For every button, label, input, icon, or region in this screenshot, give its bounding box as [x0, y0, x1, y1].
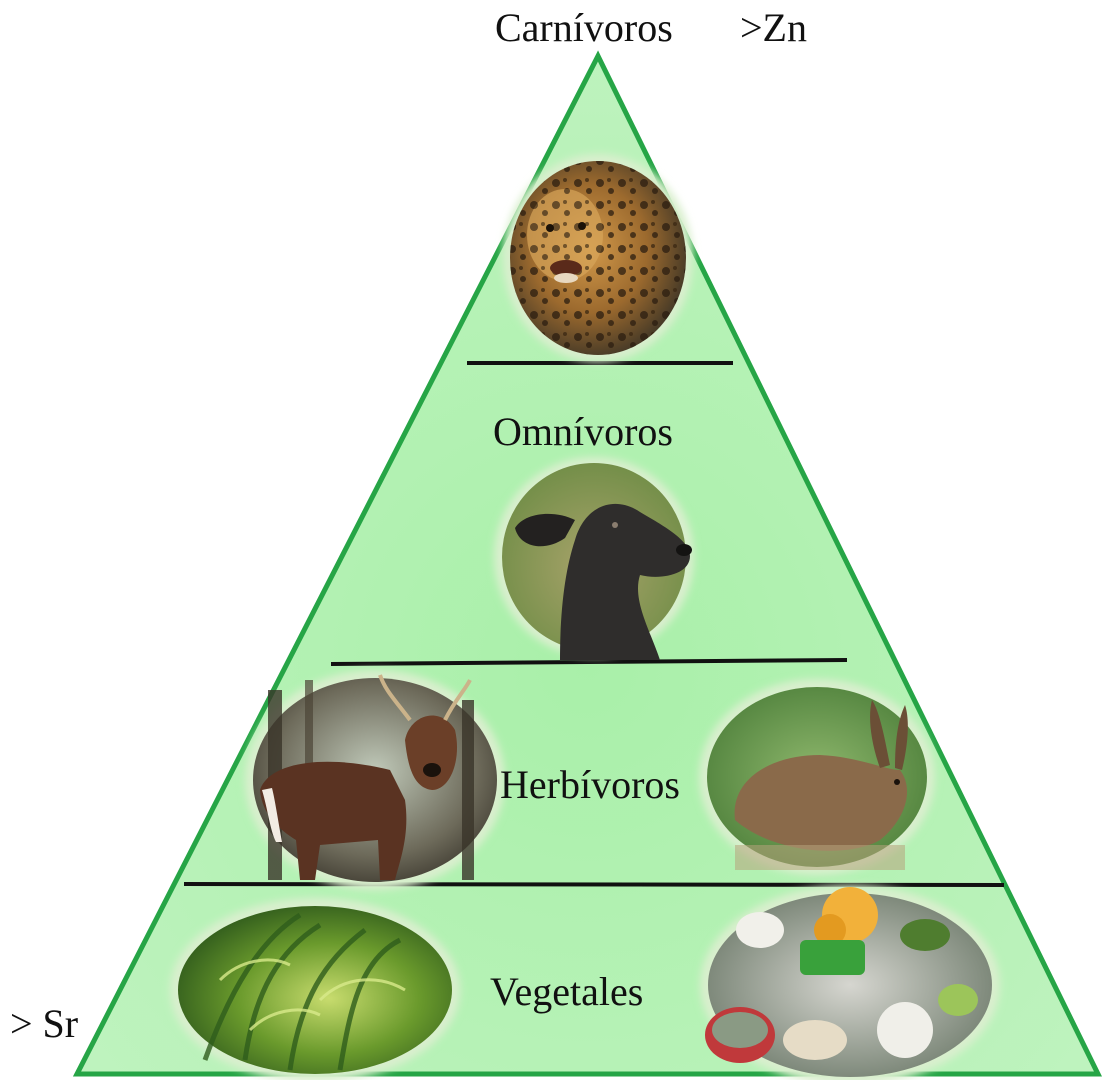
deer-image: [245, 670, 505, 890]
zinc-indicator-label: >Zn: [740, 8, 807, 48]
hare-image: [699, 679, 935, 875]
herbivores-label: Herbívoros: [500, 765, 680, 805]
carnivores-label: Carnívoros: [495, 8, 673, 48]
strontium-indicator-label: > Sr: [10, 1004, 78, 1044]
forest-plants-image: [170, 898, 460, 1080]
market-produce-image: [700, 885, 1000, 1080]
omnivores-label: Omnívoros: [493, 412, 673, 452]
vegetables-label: Vegetales: [490, 972, 643, 1012]
jaguar-image: [503, 154, 693, 362]
divider-herbivores-vegetables: [184, 884, 1004, 885]
